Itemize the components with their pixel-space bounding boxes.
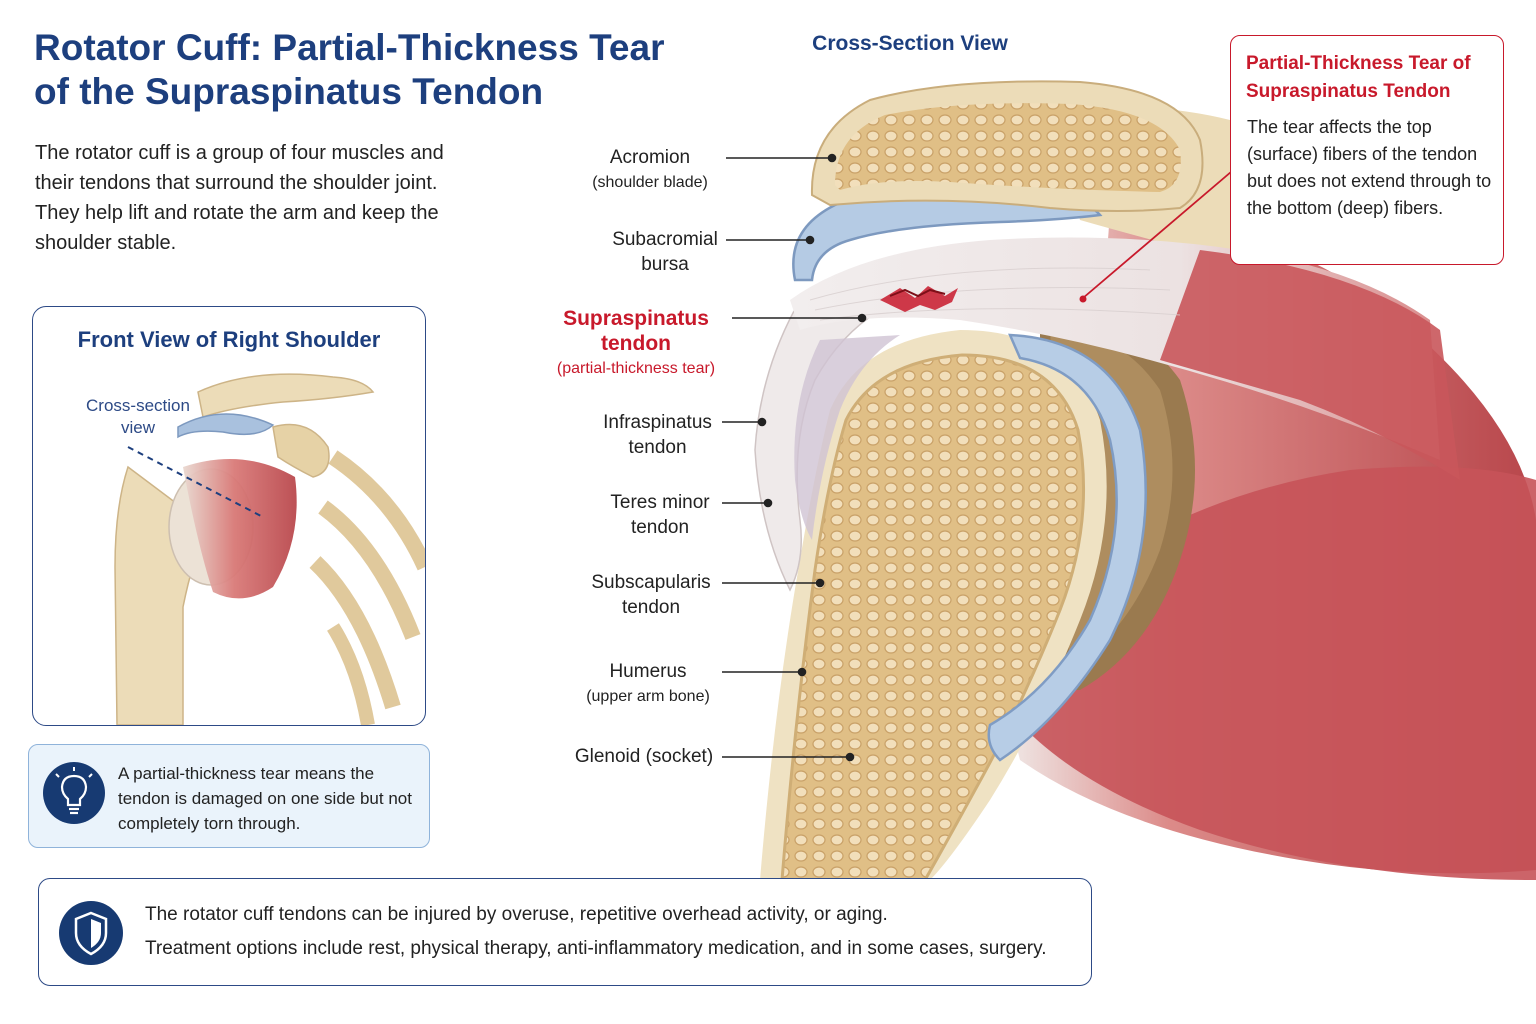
callout-text: The tear affects the top (surface) fiber… — [1247, 117, 1492, 218]
tip-text: A partial-thickness tear means the tendo… — [118, 764, 412, 833]
page-title: Rotator Cuff: Partial-Thickness Tear of … — [34, 27, 665, 112]
intro-text: The rotator cuff is a group of four musc… — [35, 142, 444, 254]
supraspinatus-name: Supraspinatus tendon — [563, 307, 709, 355]
label-supraspinatus: Supraspinatus tendon (partial-thickness … — [538, 306, 734, 381]
label-teres-minor: Teres minor tendon — [595, 490, 725, 540]
supraspinatus-sub: (partial-thickness tear) — [556, 360, 716, 377]
acromion-sub: (shoulder blade) — [592, 174, 708, 191]
glenoid-name: Glenoid (socket) — [574, 746, 714, 767]
label-glenoid: Glenoid (socket) — [560, 744, 728, 769]
subscapularis-name: Subscapularis tendon — [591, 572, 711, 618]
front-view-title: Front View of Right Shoulder — [77, 327, 381, 352]
cross-section-view-label: Cross-section view — [86, 396, 190, 437]
cross-section-title: Cross-Section View — [812, 32, 1008, 55]
acromion-name: Acromion — [609, 147, 691, 168]
tear-callout: Partial-Thickness Tear of Supraspinatus … — [1230, 35, 1504, 265]
callout-title: Partial-Thickness Tear of Supraspinatus … — [1246, 53, 1471, 102]
label-infraspinatus: Infraspinatus tendon — [590, 410, 725, 460]
infraspinatus-name: Infraspinatus tendon — [603, 412, 712, 458]
humerus-sub: (upper arm bone) — [586, 688, 710, 705]
bottom-line-1: The rotator cuff tendons can be injured … — [145, 904, 888, 925]
front-view-illustration — [114, 373, 425, 725]
label-acromion: Acromion (shoulder blade) — [580, 145, 720, 195]
label-bursa: Subacromial bursa — [600, 227, 730, 277]
teres-minor-name: Teres minor tendon — [610, 492, 710, 538]
shield-icon — [59, 901, 123, 965]
label-subscapularis: Subscapularis tendon — [578, 570, 724, 620]
bottom-info-box: The rotator cuff tendons can be injured … — [38, 878, 1092, 986]
front-view-panel: Front View of Right Shoulder Cross-secti… — [32, 306, 426, 726]
humerus-name: Humerus — [609, 661, 687, 682]
bursa-name: Subacromial bursa — [612, 229, 718, 275]
label-humerus: Humerus (upper arm bone) — [568, 659, 728, 709]
tip-box: A partial-thickness tear means the tendo… — [28, 744, 430, 848]
lightbulb-icon — [43, 762, 105, 824]
bottom-line-2: Treatment options include rest, physical… — [145, 938, 1047, 959]
